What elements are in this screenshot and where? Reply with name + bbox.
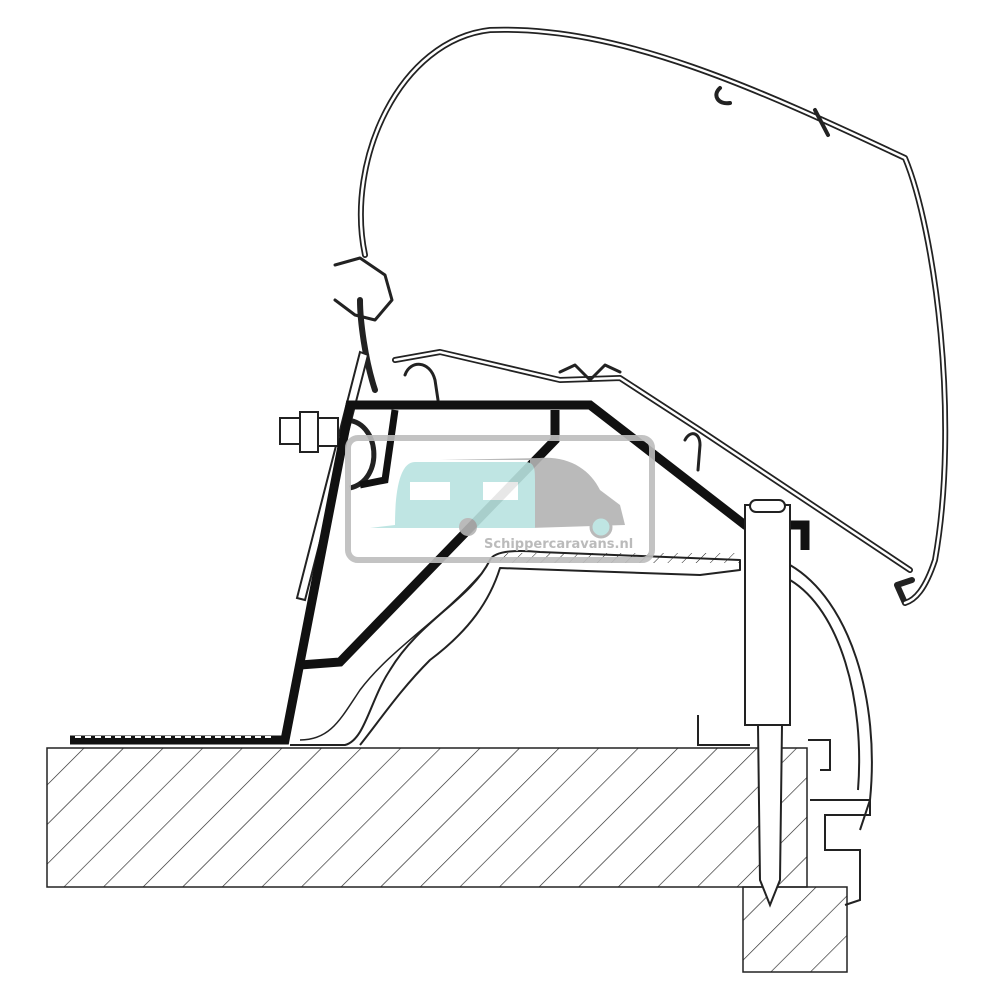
side-trim	[697, 564, 873, 906]
watermark-frame	[345, 435, 655, 563]
caravan-icon	[370, 462, 535, 528]
watermark-text: Schippercaravans.nl	[484, 537, 633, 552]
roof-section	[46, 747, 848, 973]
awning-cassette	[333, 26, 949, 606]
bolt	[279, 411, 377, 491]
watermark-logo: Schippercaravans.nl	[345, 435, 655, 563]
adapter-profile	[70, 400, 810, 745]
screw-pin	[744, 499, 791, 908]
